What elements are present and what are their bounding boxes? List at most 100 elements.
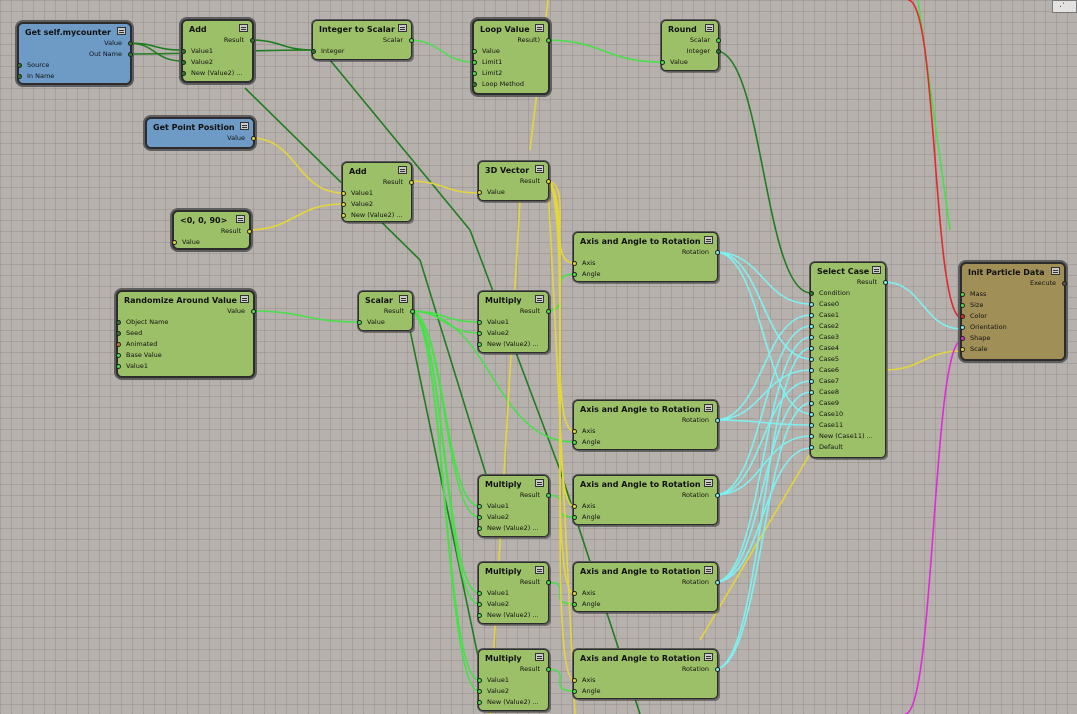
- input-port-value1[interactable]: Value1: [341, 189, 373, 198]
- node-menu-icon[interactable]: [704, 404, 713, 412]
- node-menu-icon[interactable]: [239, 24, 248, 32]
- input-port-case6[interactable]: Case6: [809, 366, 839, 375]
- node-menu-icon[interactable]: [704, 566, 713, 574]
- output-port-result[interactable]: Result: [224, 36, 255, 45]
- output-port-scalar[interactable]: Scalar: [690, 36, 721, 45]
- input-port-value1[interactable]: Value1: [477, 318, 509, 327]
- viewport-corner-widget[interactable]: [1052, 0, 1077, 13]
- input-port-new-value2[interactable]: New (Value2) ...: [341, 211, 403, 220]
- input-port-value1[interactable]: Value1: [116, 362, 148, 371]
- input-port-shape[interactable]: Shape: [960, 334, 990, 343]
- input-port-value[interactable]: Value: [357, 318, 385, 327]
- node-add-top[interactable]: Add Result Value1 Value2 New (Value2) ..…: [181, 20, 255, 82]
- node-menu-icon[interactable]: [240, 295, 249, 303]
- input-port-value[interactable]: Value: [472, 47, 500, 56]
- node-select-case[interactable]: Select Case Result Condition Case0 Case1…: [809, 262, 888, 458]
- input-port-axis[interactable]: Axis: [572, 589, 596, 598]
- input-port-limit2[interactable]: Limit2: [472, 69, 502, 78]
- input-port-angle[interactable]: Angle: [572, 687, 601, 696]
- input-port-case5[interactable]: Case5: [809, 355, 839, 364]
- node-axis-angle-rotation-4[interactable]: Axis and Angle to Rotation Rotation Axis…: [572, 562, 720, 612]
- node-menu-icon[interactable]: [535, 566, 544, 574]
- input-port-case0[interactable]: Case0: [809, 300, 839, 309]
- node-integer-to-scalar[interactable]: Integer to Scalar Scalar Integer: [311, 20, 414, 60]
- output-port-value[interactable]: Value: [104, 39, 133, 48]
- output-port-result[interactable]: Result: [520, 578, 551, 587]
- input-port-object-name[interactable]: Object Name: [116, 318, 168, 327]
- input-port-case11[interactable]: Case11: [809, 421, 843, 430]
- input-port-case1[interactable]: Case1: [809, 311, 839, 320]
- node-axis-angle-rotation-2[interactable]: Axis and Angle to Rotation Rotation Axis…: [572, 400, 720, 450]
- node-menu-icon[interactable]: [399, 295, 408, 303]
- output-port-result[interactable]: Result: [520, 491, 551, 500]
- input-port-color[interactable]: Color: [960, 312, 987, 321]
- output-port-rotation[interactable]: Rotation: [682, 491, 720, 500]
- input-port-value1[interactable]: Value1: [181, 47, 213, 56]
- input-port-case10[interactable]: Case10: [809, 410, 843, 419]
- node-menu-icon[interactable]: [535, 24, 544, 32]
- node-menu-icon[interactable]: [236, 215, 245, 223]
- output-port-execute[interactable]: Execute: [1030, 279, 1067, 288]
- input-port-case4[interactable]: Case4: [809, 344, 839, 353]
- node-menu-icon[interactable]: [240, 122, 249, 130]
- input-port-condition[interactable]: Condition: [809, 289, 850, 298]
- input-port-new-value2[interactable]: New (Value2) ...: [477, 524, 539, 533]
- node-round[interactable]: Round Scalar Integer Value: [660, 20, 721, 71]
- input-port-mass[interactable]: Mass: [960, 290, 986, 299]
- input-port-default[interactable]: Default: [809, 443, 843, 452]
- node-menu-icon[interactable]: [398, 24, 407, 32]
- input-port-base-value[interactable]: Base Value: [116, 351, 162, 360]
- input-port-size[interactable]: Size: [960, 301, 983, 310]
- input-port-loop-method[interactable]: Loop Method: [472, 80, 524, 89]
- output-port-rotation[interactable]: Rotation: [682, 416, 720, 425]
- node-menu-icon[interactable]: [704, 653, 713, 661]
- node-menu-icon[interactable]: [872, 266, 881, 274]
- node-axis-angle-rotation-3[interactable]: Axis and Angle to Rotation Rotation Axis…: [572, 475, 720, 525]
- input-port-case2[interactable]: Case2: [809, 322, 839, 331]
- node-init-particle-data[interactable]: Init Particle Data Execute Mass Size Col…: [960, 263, 1067, 360]
- output-port-result[interactable]: Result: [221, 227, 252, 236]
- input-port-angle[interactable]: Angle: [572, 438, 601, 447]
- node-multiply-4[interactable]: Multiply Result Value1 Value2 New (Value…: [477, 649, 551, 711]
- input-port-value2[interactable]: Value2: [477, 329, 509, 338]
- input-port-axis[interactable]: Axis: [572, 502, 596, 511]
- input-port-value[interactable]: Value: [172, 238, 200, 247]
- node-menu-icon[interactable]: [535, 479, 544, 487]
- input-port-in-name[interactable]: In Name: [17, 72, 54, 81]
- input-port-source[interactable]: Source: [17, 61, 49, 70]
- output-port-rotation[interactable]: Rotation: [682, 578, 720, 587]
- node-menu-icon[interactable]: [705, 24, 714, 32]
- node-add-middle[interactable]: Add Result Value1 Value2 New (Value2) ..…: [341, 162, 414, 222]
- input-port-value2[interactable]: Value2: [477, 600, 509, 609]
- output-port-result[interactable]: Result: [520, 665, 551, 674]
- input-port-value[interactable]: Value: [477, 188, 505, 197]
- input-port-case7[interactable]: Case7: [809, 377, 839, 386]
- input-port-axis[interactable]: Axis: [572, 259, 596, 268]
- node-get-self-mycounter[interactable]: Get self.mycounter Value Out Name Source…: [17, 23, 133, 84]
- input-port-value2[interactable]: Value2: [341, 200, 373, 209]
- input-port-value1[interactable]: Value1: [477, 589, 509, 598]
- node-randomize-around-value[interactable]: Randomize Around Value Value Object Name…: [116, 291, 256, 377]
- input-port-integer[interactable]: Integer: [311, 47, 344, 56]
- output-port-result[interactable]: Result): [517, 36, 551, 45]
- input-port-angle[interactable]: Angle: [572, 600, 601, 609]
- node-multiply-1[interactable]: Multiply Result Value1 Value2 New (Value…: [477, 291, 551, 353]
- node-menu-icon[interactable]: [535, 165, 544, 173]
- input-port-value2[interactable]: Value2: [181, 58, 213, 67]
- input-port-case8[interactable]: Case8: [809, 388, 839, 397]
- output-port-integer[interactable]: Integer: [687, 47, 721, 56]
- input-port-value2[interactable]: Value2: [477, 513, 509, 522]
- node-scalar[interactable]: Scalar Result Value: [357, 291, 415, 331]
- input-port-new-value2[interactable]: New (Value2) ...: [477, 340, 539, 349]
- input-port-new-value2[interactable]: New (Value2) ...: [477, 611, 539, 620]
- input-port-angle[interactable]: Angle: [572, 270, 601, 279]
- output-port-result[interactable]: Result: [383, 178, 414, 187]
- input-port-new-case11[interactable]: New (Case11) ...: [809, 432, 873, 441]
- input-port-case9[interactable]: Case9: [809, 399, 839, 408]
- output-port-result[interactable]: Result: [384, 307, 415, 316]
- input-port-seed[interactable]: Seed: [116, 329, 142, 338]
- output-port-result[interactable]: Result: [857, 278, 888, 287]
- input-port-value1[interactable]: Value1: [477, 502, 509, 511]
- node-menu-icon[interactable]: [535, 653, 544, 661]
- input-port-limit1[interactable]: Limit1: [472, 58, 502, 67]
